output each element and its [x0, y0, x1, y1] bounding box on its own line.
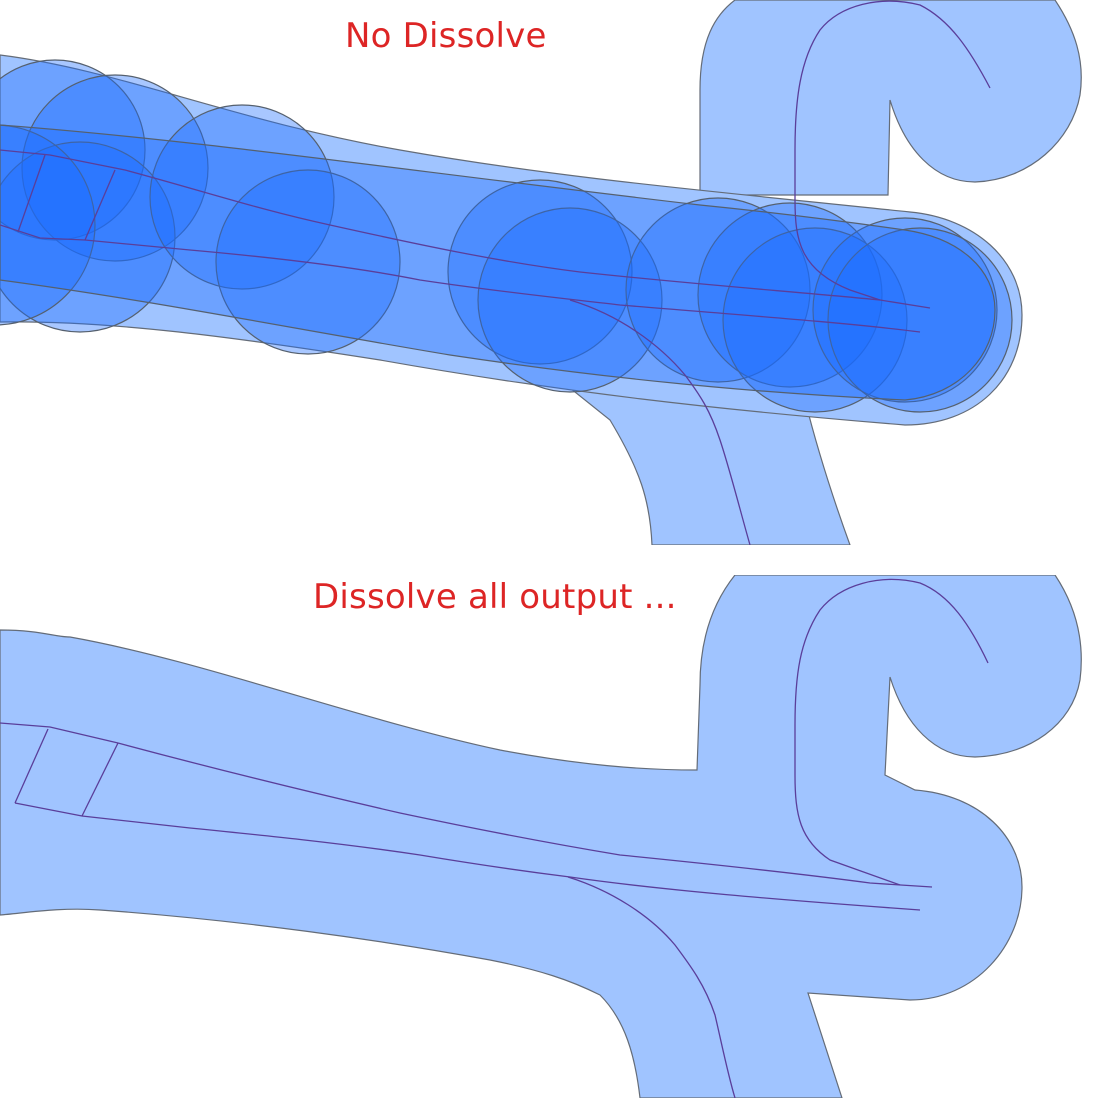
caption-no-dissolve: No Dissolve — [345, 16, 547, 56]
descending-line — [567, 876, 736, 1098]
map-canvas-no-dissolve — [0, 0, 1082, 545]
dissolved-buffer — [0, 575, 1082, 1098]
buffer-circle — [827, 227, 1013, 413]
cross-line — [84, 169, 116, 241]
buffer-band — [0, 124, 996, 401]
map-panel-no-dissolve — [0, 0, 1094, 545]
buffer-circle — [0, 59, 146, 241]
buffer-circle — [0, 124, 96, 326]
centre-lines-dissolved — [0, 578, 989, 1098]
cross-line — [17, 154, 46, 233]
caption-dissolve-all-output: Dissolve all output ... — [313, 577, 677, 617]
dissolved-polygon — [0, 575, 1082, 1098]
main-corridor-buffer — [0, 54, 1023, 426]
buffer-circle — [812, 217, 998, 403]
undissolved-buffers — [0, 59, 1013, 413]
centre-lines — [0, 0, 991, 545]
buffer-circle — [722, 227, 908, 413]
route-line-upper — [0, 722, 933, 888]
hook-line — [794, 0, 991, 301]
cross-line — [14, 728, 49, 804]
route-line-lower — [14, 802, 921, 911]
route-line-lower — [0, 224, 921, 333]
map-panel-dissolve — [0, 575, 1094, 1098]
buffer-circle — [447, 179, 633, 365]
map-canvas-dissolve — [0, 575, 1082, 1098]
hook-line — [794, 578, 989, 886]
upper-hook-buffer — [699, 0, 1082, 196]
cross-line — [81, 742, 119, 817]
buffer-circle — [0, 141, 176, 333]
route-line-upper — [0, 149, 931, 309]
buffer-circle — [149, 104, 335, 290]
descending-line — [569, 299, 751, 545]
